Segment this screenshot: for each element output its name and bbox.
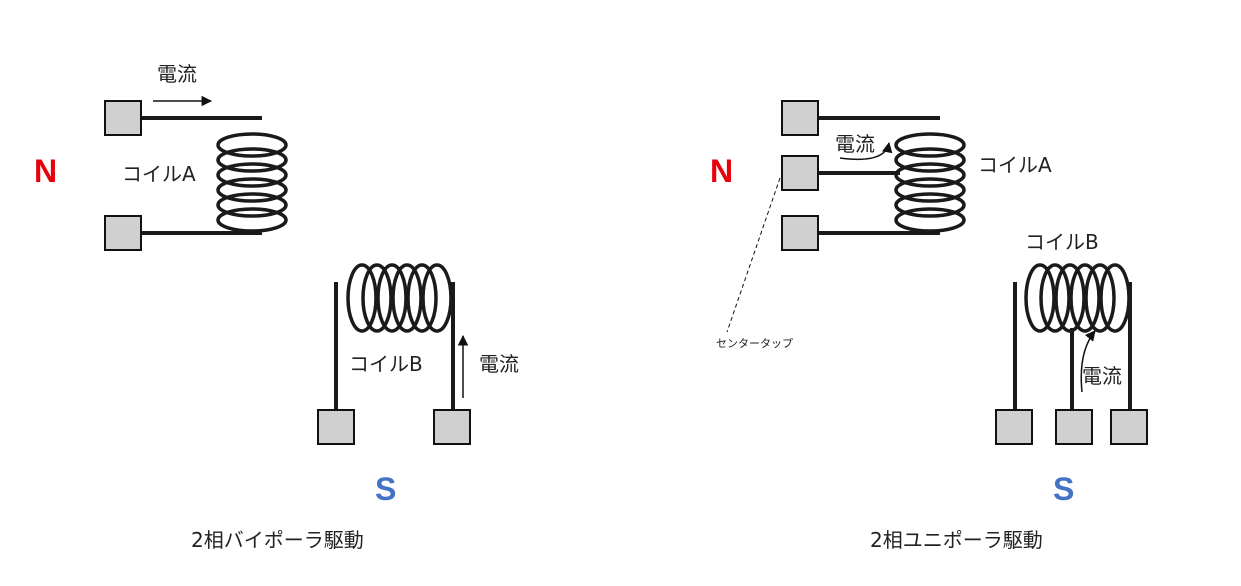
unipolar-terminal-b-center [1055, 409, 1093, 445]
bipolar-south-pole-label: S [375, 471, 397, 507]
unipolar-coil-b-loop [1039, 263, 1071, 333]
unipolar-coil-a-label: コイルA [978, 153, 1052, 177]
bipolar-coil-a-label: コイルA [122, 162, 196, 186]
unipolar-terminal-b1 [995, 409, 1033, 445]
unipolar-south-pole-label: S [1053, 471, 1075, 507]
bipolar-coil-b-loop [346, 263, 378, 333]
bipolar-coil-b-loop [376, 263, 408, 333]
bipolar-coil-a-loop [216, 147, 288, 173]
coils [216, 132, 1131, 333]
unipolar-coil-a-loop [894, 132, 966, 158]
bipolar-coil-b-loop [391, 263, 423, 333]
unipolar-coil-a-loop [894, 147, 966, 173]
unipolar-coil-a-loop [894, 192, 966, 218]
unipolar-current-b-arrow [1080, 330, 1096, 393]
bipolar-terminal-a1 [104, 100, 142, 136]
bipolar-coil-a-loop [216, 192, 288, 218]
bipolar-coil-a-loop [216, 132, 288, 158]
unipolar-current-b-label: 電流 [1082, 364, 1122, 388]
unipolar-current-a-arrow [839, 141, 893, 161]
bipolar-coil-a-loop [216, 177, 288, 203]
terminals [104, 100, 1148, 445]
center-tap-label: センタータップ [716, 337, 793, 350]
bipolar-caption: 2相バイポーラ駆動 [191, 528, 364, 552]
bipolar-coil-b-label: コイルB [349, 352, 423, 376]
bipolar-terminal-b1 [317, 409, 355, 445]
unipolar-coil-b-label: コイルB [1025, 230, 1099, 254]
unipolar-coil-a-loop [894, 207, 966, 233]
bipolar-coil-b-loop [421, 263, 453, 333]
unipolar-caption: 2相ユニポーラ駆動 [870, 528, 1043, 552]
bipolar-coil-a-loop [216, 207, 288, 233]
current-arrows [153, 95, 1096, 398]
unipolar-coil-b-loop [1024, 263, 1056, 333]
unipolar-coil-a-loop [894, 177, 966, 203]
bipolar-terminal-a2 [104, 215, 142, 251]
unipolar-current-a-label: 電流 [835, 132, 875, 156]
unipolar-coil-b-loop [1054, 263, 1086, 333]
unipolar-north-pole-label: N [710, 153, 734, 189]
unipolar-coil-b-loop [1099, 263, 1131, 333]
bipolar-terminal-b2 [433, 409, 471, 445]
unipolar-coil-a-loop [894, 162, 966, 188]
unipolar-terminal-a-center [781, 155, 819, 191]
bipolar-coil-b-loop [361, 263, 393, 333]
bipolar-north-pole-label: N [34, 153, 58, 189]
bipolar-current-a-label: 電流 [157, 62, 197, 86]
bipolar-coil-b-loop [406, 263, 438, 333]
bipolar-current-b-label: 電流 [479, 352, 519, 376]
unipolar-terminal-a1 [781, 100, 819, 136]
bipolar-coil-a-loop [216, 162, 288, 188]
center-tap-leader-line [726, 177, 781, 333]
unipolar-terminal-a2 [781, 215, 819, 251]
unipolar-terminal-b2 [1110, 409, 1148, 445]
unipolar-coil-b-loop [1084, 263, 1116, 333]
